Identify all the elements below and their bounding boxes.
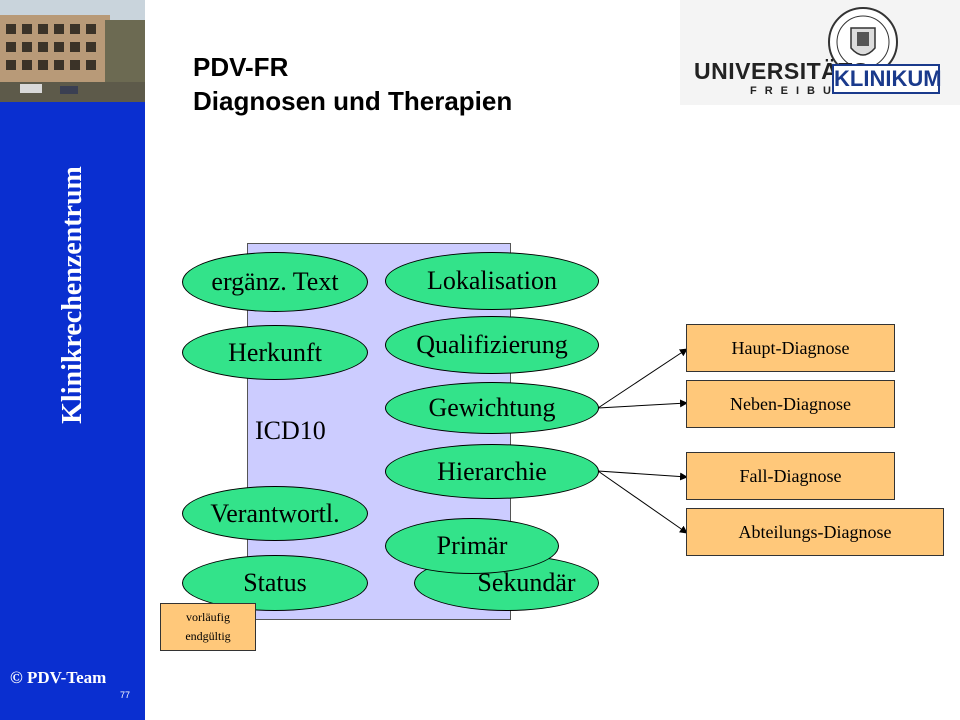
arrow-gewichtung-neben bbox=[597, 399, 688, 409]
copyright: © PDV-Team bbox=[10, 668, 107, 687]
building-photo bbox=[0, 0, 145, 102]
ellipse-verantwortl: Verantwortl. bbox=[182, 486, 368, 541]
ellipse-qualifizierung: Qualifizierung bbox=[385, 316, 599, 374]
icd10-label: ICD10 bbox=[255, 416, 326, 445]
title-line-2: Diagnosen und Therapien bbox=[193, 86, 513, 116]
seal-icon bbox=[828, 7, 898, 77]
status-value-endgueltig: endgültig bbox=[185, 629, 231, 643]
arrow-gewichtung-haupt bbox=[597, 348, 688, 409]
box-haupt-diagnose: Haupt-Diagnose bbox=[686, 324, 895, 372]
box-abteilungs-diagnose: Abteilungs-Diagnose bbox=[686, 508, 944, 556]
arrow-hierarchie-fall bbox=[597, 470, 688, 481]
status-values-box: vorläufig endgültig bbox=[160, 603, 256, 651]
logo-word-klinikum: KLINIKUM bbox=[832, 64, 942, 94]
ellipse-primaer: Primär bbox=[385, 518, 559, 574]
ellipse-herkunft: Herkunft bbox=[182, 325, 368, 380]
page-title: PDV-FR Diagnosen und Therapien bbox=[193, 50, 512, 118]
ellipse-status: Status bbox=[182, 555, 368, 611]
box-neben-diagnose: Neben-Diagnose bbox=[686, 380, 895, 428]
status-value-vorlaeufig: vorläufig bbox=[186, 610, 230, 624]
title-line-1: PDV-FR bbox=[193, 52, 289, 82]
ellipse-ergaenz-text: ergänz. Text bbox=[182, 252, 368, 312]
arrow-hierarchie-abteilung bbox=[597, 470, 688, 534]
ellipse-hierarchie: Hierarchie bbox=[385, 444, 599, 499]
page-number: 77 bbox=[120, 690, 131, 700]
ellipse-lokalisation: Lokalisation bbox=[385, 252, 599, 310]
sidebar: Klinikrechenzentrum © PDV-Team 77 bbox=[0, 0, 145, 720]
box-fall-diagnose: Fall-Diagnose bbox=[686, 452, 895, 500]
university-logo: UNIVERSITÄTS FREIBURG KLINIKUM bbox=[680, 0, 960, 105]
ellipse-gewichtung: Gewichtung bbox=[385, 382, 599, 434]
